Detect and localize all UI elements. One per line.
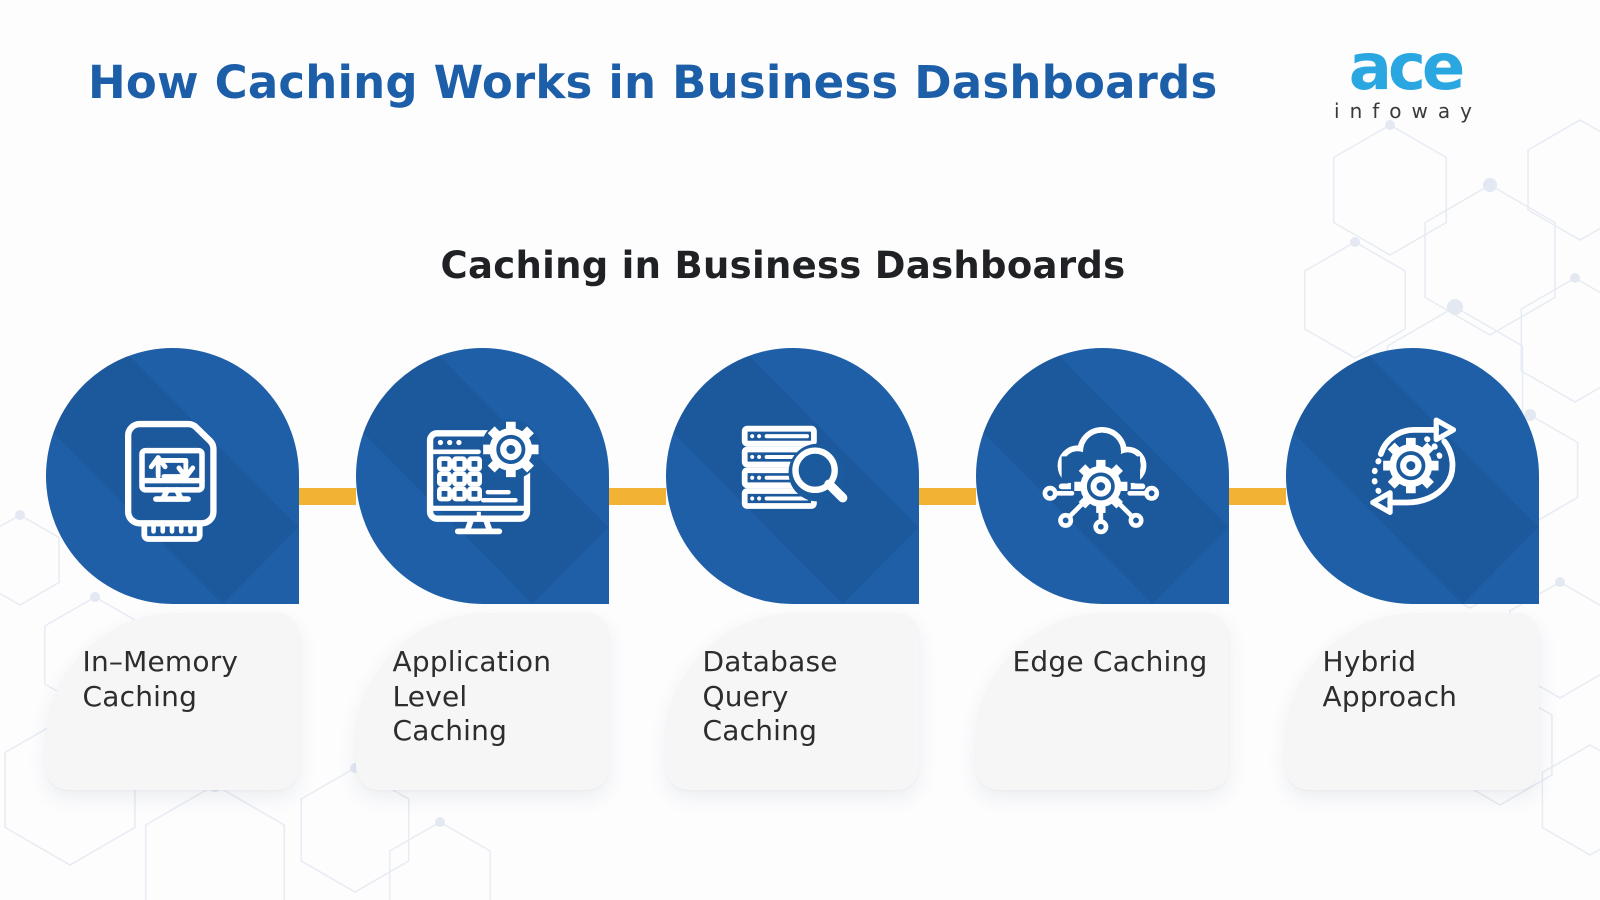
card-application-level-caching: Application Level Caching xyxy=(355,348,666,790)
cloud-gear-network-icon xyxy=(1042,426,1160,535)
connector-line xyxy=(608,488,666,505)
card-bubble xyxy=(355,348,609,604)
connector-line xyxy=(298,488,356,505)
logo-brand-text: ace xyxy=(1348,31,1466,105)
card-database-query-caching: Database Query Caching xyxy=(665,348,976,790)
connector-line xyxy=(1228,488,1286,505)
card-bubble xyxy=(665,348,919,604)
card-panel: Edge Caching xyxy=(975,613,1229,790)
card-panel: Application Level Caching xyxy=(355,613,609,790)
card-panel: Database Query Caching xyxy=(665,613,919,790)
logo-subtitle-text: infoway xyxy=(1334,98,1482,123)
card-bubble xyxy=(975,348,1229,604)
diagram-heading: Caching in Business Dashboards xyxy=(440,244,1126,287)
sync-arrows-gear-icon xyxy=(1370,417,1457,515)
connector-line xyxy=(918,488,976,505)
memory-sync-monitor-icon xyxy=(124,420,217,542)
card-panel: In–Memory Caching xyxy=(45,613,299,790)
card-label: Edge Caching xyxy=(1012,645,1208,678)
card-in-memory-caching: In–Memory Caching xyxy=(45,348,356,790)
card-bubble xyxy=(45,348,299,604)
caching-types-row: In–Memory Caching xyxy=(0,348,1600,790)
card-label: Database Query Caching xyxy=(702,645,838,748)
card-edge-caching: Edge Caching xyxy=(975,348,1286,790)
card-bubble xyxy=(1285,348,1539,604)
card-label: Application Level Caching xyxy=(392,645,552,748)
card-label: In–Memory Caching xyxy=(82,645,239,713)
card-hybrid-approach: Hybrid Approach xyxy=(1285,348,1539,790)
server-stack-search-icon xyxy=(741,425,848,509)
card-panel: Hybrid Approach xyxy=(1285,613,1539,790)
card-label: Hybrid Approach xyxy=(1322,645,1458,713)
ace-infoway-logo: ace infoway xyxy=(1328,31,1482,123)
monitor-keypad-gear-icon xyxy=(426,401,557,535)
page-title: How Caching Works in Business Dashboards xyxy=(88,56,1218,109)
